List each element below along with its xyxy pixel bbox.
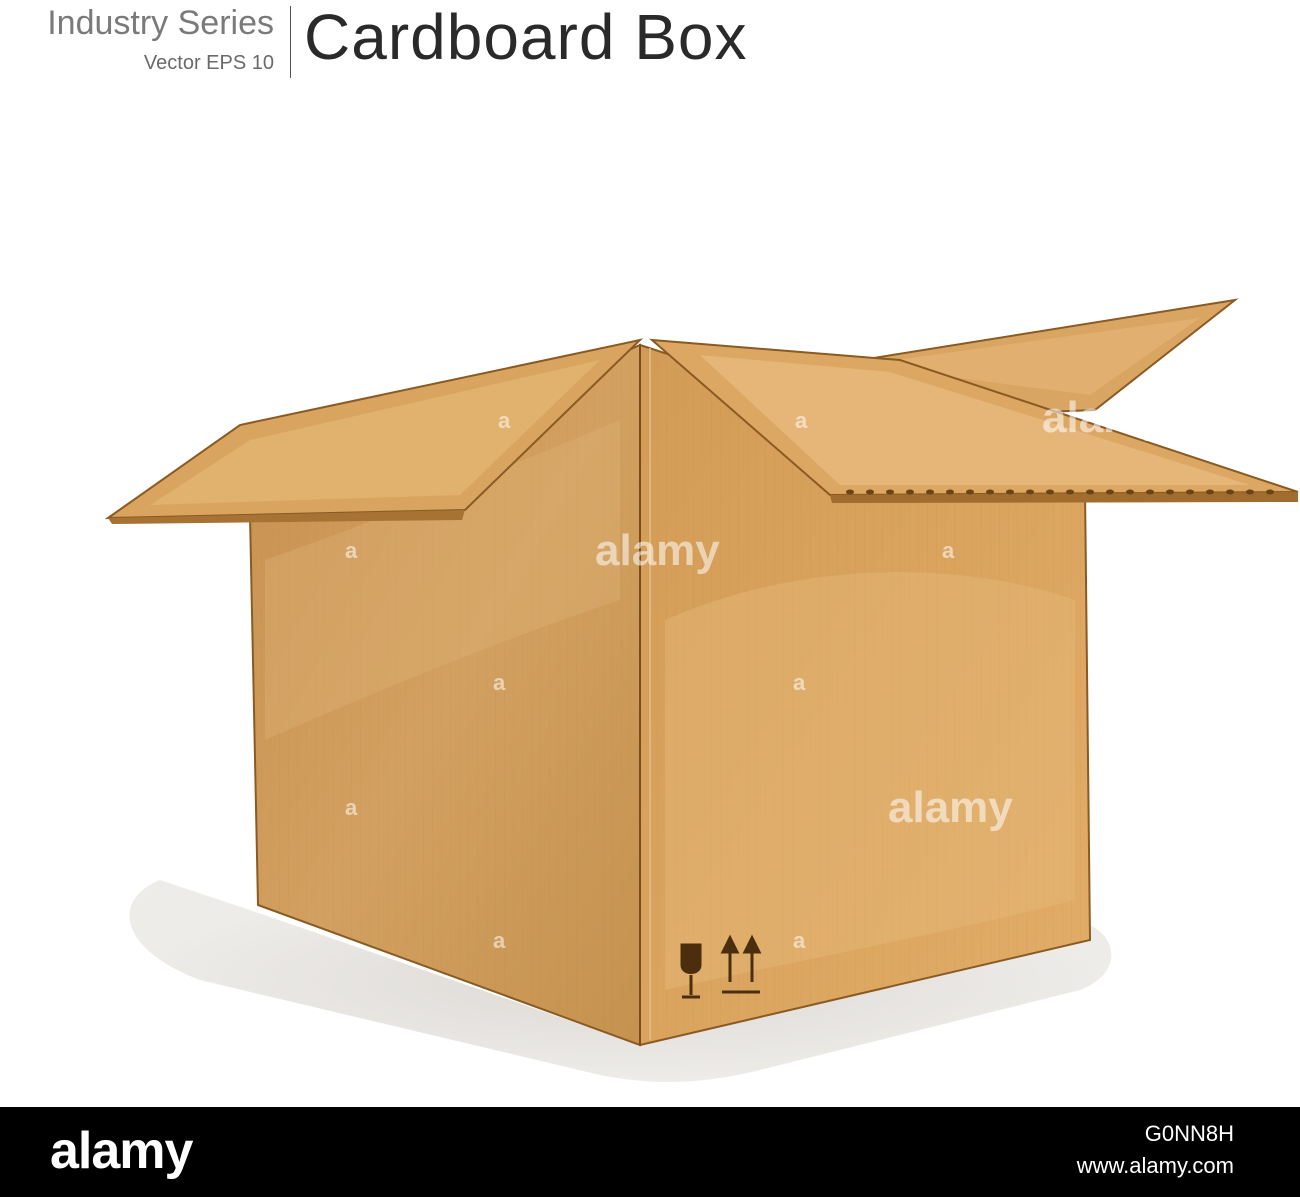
image-id: G0NN8H <box>1144 1121 1234 1146</box>
watermark-mark: a <box>345 538 358 563</box>
header: Industry Series Vector EPS 10 Cardboard … <box>0 0 900 90</box>
watermark-wordmark: alamy <box>595 526 720 575</box>
series-label: Industry Series <box>47 4 274 42</box>
fragile-glass-icon <box>680 943 702 999</box>
watermark-wordmark: alamy <box>1042 393 1167 442</box>
format-label: Vector EPS 10 <box>143 52 274 74</box>
watermark-wordmark: alamy <box>888 783 1013 832</box>
watermark-mark: a <box>793 670 806 695</box>
watermark-mark: a <box>795 408 808 433</box>
watermark-mark: a <box>493 670 506 695</box>
footer-bar: alamy G0NN8H www.alamy.com <box>0 1107 1300 1197</box>
watermark-mark: a <box>498 408 511 433</box>
watermark-mark: a <box>493 928 506 953</box>
header-divider <box>290 6 291 78</box>
corrugation-edge <box>846 489 1274 495</box>
brand-logo: alamy <box>50 1122 193 1180</box>
site-url: www.alamy.com <box>1076 1153 1234 1178</box>
watermark-mark: a <box>793 928 806 953</box>
cardboard-box-illustration: a a a a a a a a a alamy alamy alamy <box>104 298 1299 1082</box>
this-way-up-icon <box>720 934 762 994</box>
watermark: a a a a a a a a a alamy alamy alamy <box>345 393 1167 953</box>
watermark-mark: a <box>942 538 955 563</box>
watermark-mark: a <box>345 795 358 820</box>
box-shadow <box>129 880 1112 1082</box>
page-title: Cardboard Box <box>304 1 748 73</box>
